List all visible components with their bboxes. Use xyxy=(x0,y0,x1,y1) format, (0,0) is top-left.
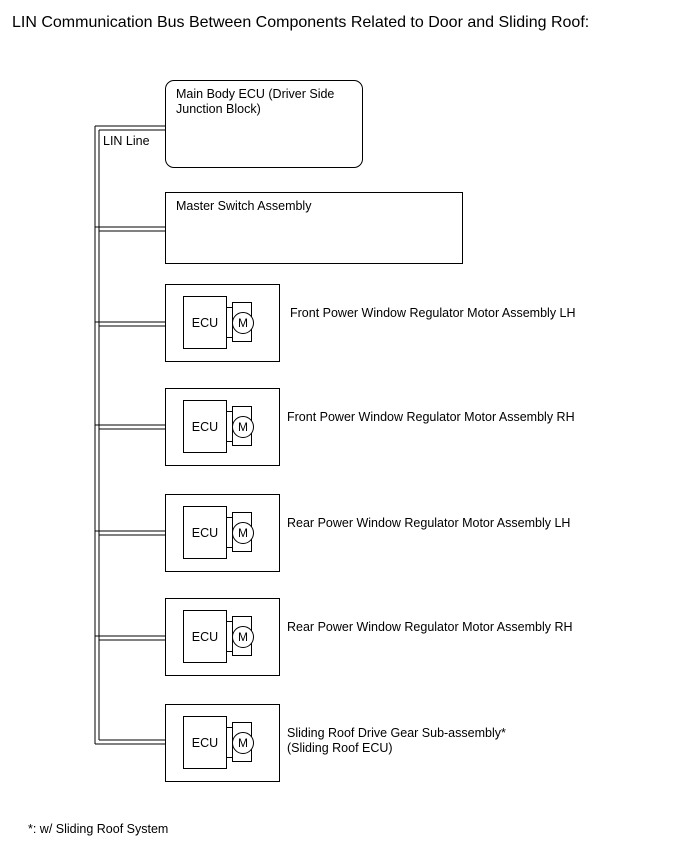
rear-lh-motor-box: ECU M xyxy=(165,494,280,572)
motor-icon: M xyxy=(232,522,254,544)
motor-icon: M xyxy=(232,416,254,438)
motor-icon: M xyxy=(232,312,254,334)
motor-icon: M xyxy=(232,626,254,648)
motor-lead-line xyxy=(226,621,234,622)
front-lh-motor-box: ECU M xyxy=(165,284,280,362)
motor-lead-line xyxy=(226,547,234,548)
master-switch-box: Master Switch Assembly xyxy=(165,192,463,264)
ecu-block: ECU xyxy=(183,716,227,769)
main-body-ecu-label: Main Body ECU (Driver Side Junction Bloc… xyxy=(176,87,335,116)
rear-rh-motor-box: ECU M xyxy=(165,598,280,676)
master-switch-label: Master Switch Assembly xyxy=(176,199,312,213)
ecu-block: ECU xyxy=(183,296,227,349)
motor-lead-line xyxy=(226,517,234,518)
motor-lead-line xyxy=(226,337,234,338)
motor-lead-line xyxy=(226,441,234,442)
front-lh-label: Front Power Window Regulator Motor Assem… xyxy=(290,306,576,320)
front-rh-motor-box: ECU M xyxy=(165,388,280,466)
lin-line-label: LIN Line xyxy=(103,134,150,148)
diagram-title: LIN Communication Bus Between Components… xyxy=(12,14,590,31)
sliding-roof-label-line1: Sliding Roof Drive Gear Sub-assembly* xyxy=(287,726,506,740)
ecu-block: ECU xyxy=(183,506,227,559)
sliding-roof-motor-box: ECU M xyxy=(165,704,280,782)
rear-lh-label: Rear Power Window Regulator Motor Assemb… xyxy=(287,516,571,530)
sliding-roof-label: Sliding Roof Drive Gear Sub-assembly* (S… xyxy=(287,726,506,756)
sliding-roof-label-line2: (Sliding Roof ECU) xyxy=(287,741,393,755)
motor-icon: M xyxy=(232,732,254,754)
motor-lead-line xyxy=(226,411,234,412)
motor-lead-line xyxy=(226,651,234,652)
motor-lead-line xyxy=(226,727,234,728)
motor-lead-line xyxy=(226,307,234,308)
rear-rh-label: Rear Power Window Regulator Motor Assemb… xyxy=(287,620,573,634)
footnote: *: w/ Sliding Roof System xyxy=(28,822,169,836)
front-rh-label: Front Power Window Regulator Motor Assem… xyxy=(287,410,575,424)
ecu-block: ECU xyxy=(183,400,227,453)
motor-lead-line xyxy=(226,757,234,758)
ecu-block: ECU xyxy=(183,610,227,663)
main-body-ecu-box: Main Body ECU (Driver Side Junction Bloc… xyxy=(165,80,363,168)
